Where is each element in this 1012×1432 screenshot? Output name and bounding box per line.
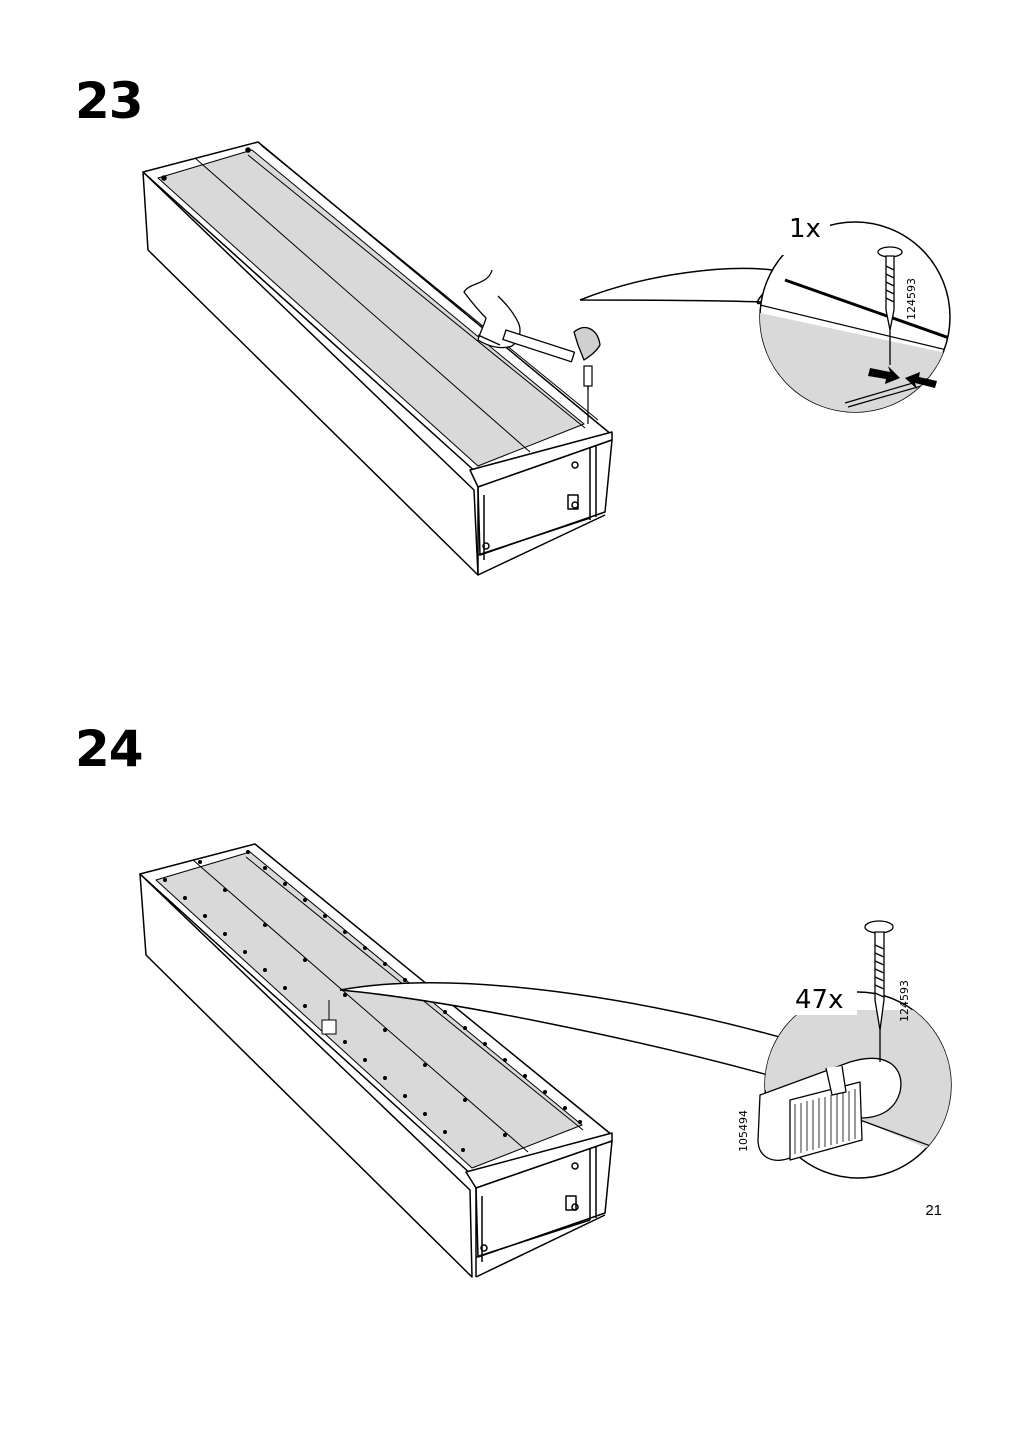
step-23-cabinet — [142, 141, 613, 576]
part-number-24: 124593 — [898, 980, 911, 1022]
quantity-24: 47x — [795, 985, 843, 1015]
nail-icon — [583, 365, 593, 424]
callout-pointer-23 — [579, 267, 777, 305]
qty-bg-23 — [778, 215, 830, 255]
page-number: 21 — [925, 1202, 942, 1219]
nail-guide-tool-icon — [757, 1057, 902, 1161]
hand-with-hammer-icon — [463, 269, 601, 390]
press-arrows-icon — [868, 366, 937, 389]
qty-bg-24 — [785, 983, 857, 1015]
step-24-number: 24 — [75, 720, 144, 778]
tool-number-24: 105494 — [737, 1110, 750, 1152]
nail-guide-tool-icon — [321, 1000, 337, 1035]
step-23-number: 23 — [75, 72, 144, 130]
quantity-23: 1x — [789, 214, 821, 244]
nail-icon — [864, 920, 894, 1062]
nail-icon — [877, 246, 903, 365]
step-24-cabinet — [139, 843, 613, 1278]
part-number-23: 124593 — [905, 278, 918, 320]
